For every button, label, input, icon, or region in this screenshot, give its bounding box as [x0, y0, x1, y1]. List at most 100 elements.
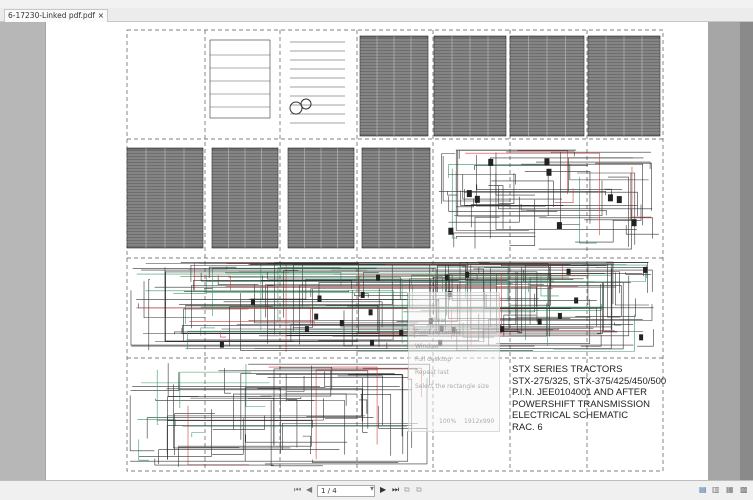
- wire: [457, 150, 547, 217]
- wire: [448, 196, 558, 212]
- connector: [544, 158, 550, 166]
- wire: [228, 276, 401, 300]
- wire: [193, 280, 459, 290]
- connector: [314, 313, 319, 320]
- wire: [474, 165, 588, 171]
- previous-page-icon[interactable]: ◀: [306, 485, 313, 494]
- vertical-scrollbar[interactable]: [740, 22, 753, 480]
- wire: [458, 150, 576, 159]
- page-number-input[interactable]: 1 / 4: [317, 485, 375, 497]
- wire: [517, 266, 523, 334]
- wire: [477, 261, 614, 305]
- wire: [612, 204, 642, 221]
- wire: [575, 298, 636, 317]
- wire: [455, 149, 577, 191]
- next-view-icon[interactable]: ⧉: [416, 485, 422, 494]
- wire: [332, 303, 548, 337]
- next-page-icon[interactable]: ▶: [380, 485, 387, 494]
- connector: [631, 219, 637, 227]
- wire: [485, 294, 603, 309]
- wire: [248, 397, 302, 399]
- wire: [625, 272, 651, 275]
- view-option[interactable]: View: [431, 317, 446, 324]
- continuous-facing-icon[interactable]: ▩: [740, 485, 748, 494]
- connector: [566, 268, 571, 275]
- wire: [173, 384, 291, 449]
- left-panel: [0, 22, 45, 480]
- wire: [488, 319, 643, 346]
- wire: [262, 373, 287, 402]
- wire: [286, 399, 298, 448]
- title-line: ELECTRICAL SCHEMATIC: [512, 410, 629, 421]
- wire: [448, 174, 516, 185]
- wire: [154, 458, 274, 466]
- wire: [187, 330, 483, 350]
- wire: [528, 281, 595, 293]
- facing-icon[interactable]: ▦: [726, 485, 734, 494]
- first-page-icon[interactable]: ⏮: [294, 485, 302, 494]
- menu-bar: [0, 0, 753, 8]
- wire: [479, 263, 549, 280]
- wire: [258, 275, 630, 337]
- wire: [515, 303, 591, 318]
- wire: [447, 191, 458, 196]
- wire: [217, 275, 259, 285]
- connector: [448, 227, 454, 235]
- wire: [248, 304, 653, 321]
- single-page-icon[interactable]: ▤: [699, 485, 707, 494]
- wire: [145, 262, 359, 334]
- wire: [607, 263, 621, 318]
- wire: [218, 370, 369, 429]
- wire: [509, 199, 536, 246]
- connector: [500, 326, 505, 333]
- wire: [462, 174, 563, 200]
- wire: [560, 152, 580, 226]
- wire: [631, 166, 652, 218]
- wire: [448, 196, 520, 223]
- pdf-page: STX SERIES TRACTORS STX-275/325, STX-375…: [46, 22, 708, 480]
- wire: [595, 162, 652, 211]
- wire: [245, 364, 266, 407]
- document-tab[interactable]: 6-17230-Linked pdf.pdf ×: [4, 9, 108, 22]
- wire: [182, 325, 415, 333]
- tab-close-icon[interactable]: ×: [97, 11, 104, 20]
- wire: [207, 269, 646, 282]
- fixed-rectangle-option[interactable]: Fixed rectangle: [415, 329, 461, 336]
- wire: [548, 286, 617, 307]
- wire: [190, 264, 469, 282]
- wire: [277, 266, 547, 322]
- wire: [189, 321, 315, 327]
- wire: [438, 191, 606, 196]
- zoom-level: 100%: [439, 418, 457, 425]
- wire: [265, 284, 545, 318]
- full-desktop-option[interactable]: Full desktop: [415, 356, 452, 363]
- page-dropdown-icon[interactable]: ▾: [370, 484, 375, 493]
- connector: [360, 291, 365, 298]
- wire: [240, 373, 395, 440]
- wire: [140, 269, 653, 292]
- select-size-label: Select the rectangle size: [415, 383, 490, 390]
- connector: [546, 168, 552, 176]
- connector: [574, 297, 579, 304]
- wire: [178, 372, 412, 391]
- wire: [540, 275, 559, 297]
- component-symbol: [289, 101, 303, 115]
- wire: [510, 263, 551, 306]
- wire: [539, 217, 653, 239]
- wire: [385, 264, 564, 280]
- connector: [557, 312, 562, 319]
- repeat-last-option[interactable]: Repeat last: [415, 369, 449, 376]
- wire: [337, 375, 383, 426]
- continuous-icon[interactable]: ▥: [712, 485, 720, 494]
- wire: [363, 272, 379, 297]
- wire: [136, 307, 311, 325]
- wire: [463, 191, 638, 217]
- wire: [282, 422, 418, 451]
- wire: [538, 208, 632, 250]
- window-option[interactable]: Window: [415, 343, 439, 350]
- previous-view-icon[interactable]: ⧉: [404, 485, 410, 494]
- wire: [302, 435, 311, 455]
- wire: [179, 371, 252, 409]
- wire: [220, 332, 227, 338]
- last-page-icon[interactable]: ⏭: [392, 485, 400, 494]
